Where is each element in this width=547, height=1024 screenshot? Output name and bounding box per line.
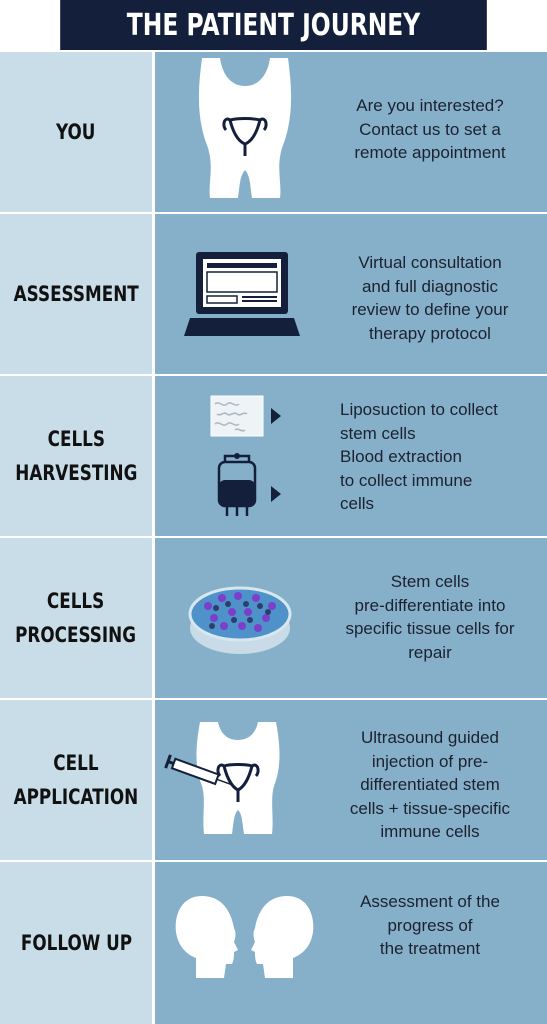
step-assessment: ASSESSMENT Virtual consultation and full… <box>0 214 547 374</box>
laptop-icon <box>184 252 300 336</box>
fat-and-blood-bag-icon <box>210 395 281 516</box>
step-cells-harvesting: CELLS HARVESTING Liposuction to colle <box>0 376 547 536</box>
step-label: YOU <box>56 120 96 144</box>
step-label: FOLLOW UP <box>20 931 132 955</box>
step-description: Virtual consultation and full diagnostic… <box>351 253 509 343</box>
step-label: CELLS HARVESTING <box>14 427 138 485</box>
step-description: Ultrasound guided injection of pre- diff… <box>349 728 511 841</box>
step-cells-processing: CELLS PROCESSING Stem cells pre-differen… <box>0 538 547 698</box>
step-label: CELLS PROCESSING <box>15 589 137 647</box>
step-cell-application: CELL APPLICATION Ultrasound guided injec… <box>0 700 547 860</box>
step-label: ASSESSMENT <box>13 282 139 306</box>
two-heads-icon <box>175 896 314 978</box>
step-description: Stem cells pre-differentiate into specif… <box>345 572 515 662</box>
petri-dish-icon <box>188 586 292 654</box>
female-torso-uterus-icon <box>198 58 292 198</box>
step-follow-up: FOLLOW UP Assessment of the progress of … <box>0 862 547 1024</box>
step-description: Are you interested? Contact us to set a … <box>354 96 506 162</box>
page-title: THE PATIENT JOURNEY <box>60 0 487 50</box>
step-description: Liposuction to collect stem cells Blood … <box>340 400 498 513</box>
syringe-injection-icon <box>164 722 280 834</box>
step-you: YOU Are you interested? Contact us to se… <box>0 52 547 212</box>
step-description: Assessment of the progress of the treatm… <box>360 892 500 958</box>
step-label: CELL APPLICATION <box>13 751 139 809</box>
